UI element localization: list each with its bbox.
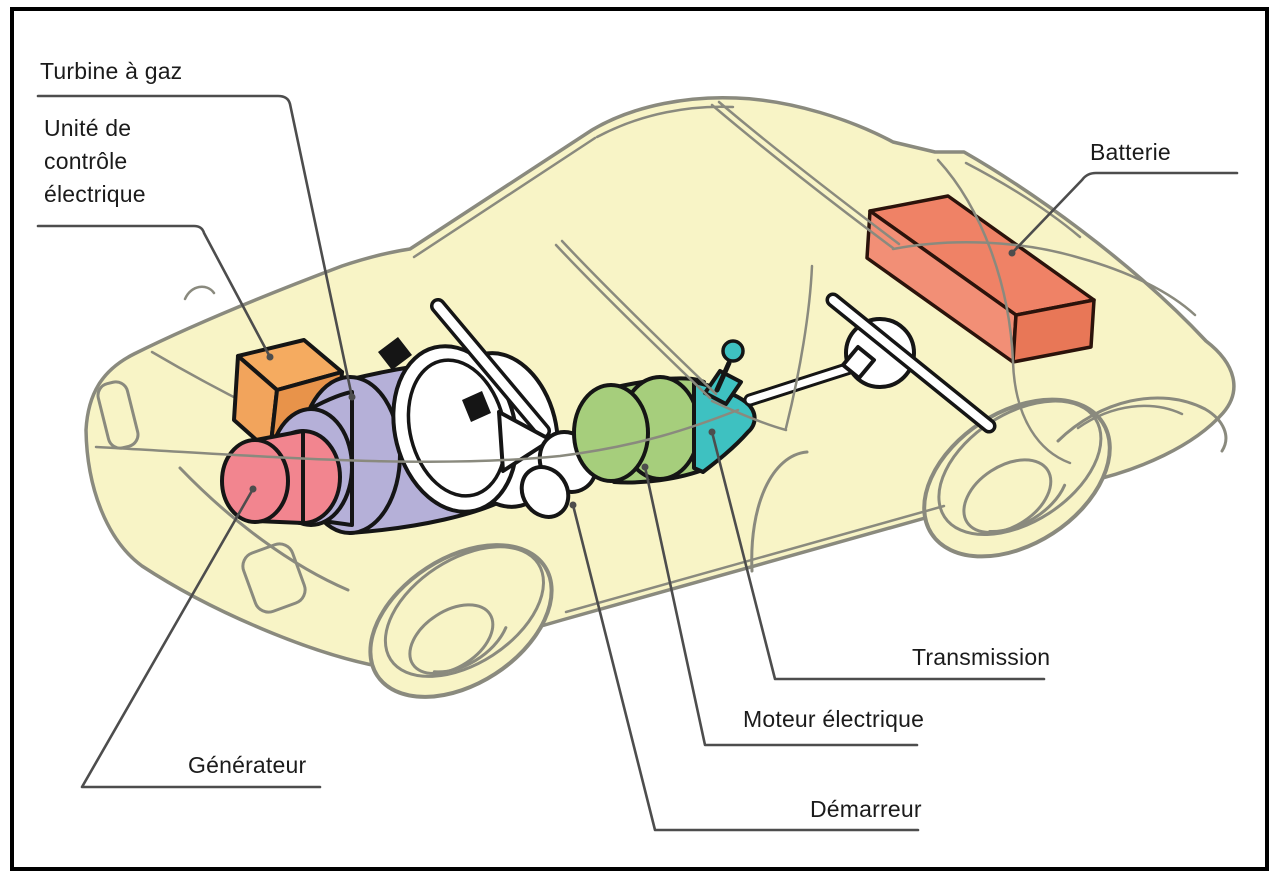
drum-tab-side: [462, 391, 491, 422]
firewall-line-2: [560, 239, 718, 396]
rear-window-line-1: [710, 103, 895, 250]
label-control-unit: Unité de contrôle électrique: [44, 112, 146, 211]
beltline-line: [710, 399, 788, 432]
a-pillar-inner-line: [412, 136, 597, 259]
rocker-inner-line: [564, 504, 946, 614]
leader-battery: [1010, 171, 1239, 255]
shifter-plate: [703, 369, 743, 406]
driveline: [743, 292, 997, 434]
front-left-wheel: [368, 543, 554, 699]
leader-generator: [80, 487, 322, 789]
headlight: [96, 380, 140, 450]
body-accent-lines: [94, 100, 1228, 614]
rear-left-arch-line: [750, 450, 809, 573]
hood-bump-line: [183, 285, 216, 301]
label-gas-turbine: Turbine à gaz: [40, 58, 183, 84]
label-control-unit-line3: électrique: [44, 181, 146, 207]
front-marker-panel: [241, 542, 307, 614]
rear-window-line-2: [717, 100, 901, 246]
drum-tab-top: [378, 337, 412, 370]
electric-motor-cylinder: [572, 375, 710, 485]
shifter-knob: [721, 339, 745, 363]
transmission-cone: [692, 339, 757, 474]
leader-electric-motor: [643, 465, 919, 747]
tail-fender-arc-1: [1056, 396, 1228, 453]
bracket-triangle: [497, 410, 553, 473]
bay-through-line: [94, 408, 740, 463]
shifter-stalk: [714, 360, 732, 393]
b-pillar-line: [784, 264, 814, 430]
label-battery: Batterie: [1090, 139, 1171, 165]
label-transmission: Transmission: [912, 644, 1051, 670]
generator-cylinder: [220, 429, 342, 525]
driveshaft-coupling: [841, 345, 876, 380]
leader-dots: [249, 249, 1016, 509]
label-control-unit-line2: contrôle: [44, 148, 128, 174]
leader-starter: [571, 503, 920, 832]
rear-quarter-line: [936, 158, 1072, 465]
label-generator: Générateur: [188, 752, 307, 778]
firewall-line-1: [554, 243, 712, 400]
tail-fender-arc-2: [1076, 404, 1184, 430]
rear-deck-shoulder-line: [891, 241, 1197, 317]
label-starter: Démarreur: [810, 796, 922, 822]
front-arch-line: [178, 466, 350, 592]
support-rod: [430, 298, 553, 473]
roof-inner-line: [595, 105, 735, 139]
leader-lines: [36, 94, 1239, 832]
label-control-unit-line1: Unité de: [44, 115, 132, 141]
leader-transmission: [710, 430, 1046, 681]
leader-turbine: [36, 94, 354, 399]
rear-deck-inner-line: [964, 161, 1082, 239]
leader-control-unit: [36, 224, 272, 359]
label-electric-motor: Moteur électrique: [743, 706, 925, 732]
